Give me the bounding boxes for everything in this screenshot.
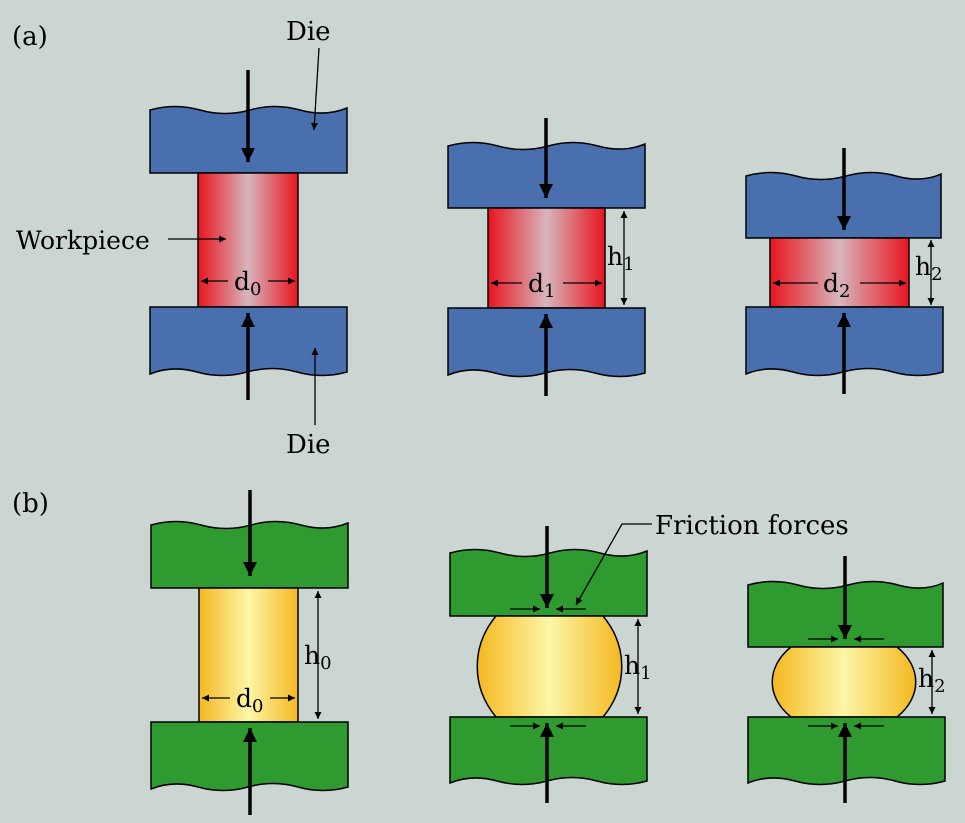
dim-d1-label: d1: [528, 269, 555, 302]
workpiece: [769, 237, 910, 308]
dim-h1-label: h1: [624, 651, 652, 684]
panel-a-label: (a): [12, 22, 48, 52]
friction-forces-label: Friction forces: [655, 511, 849, 541]
dim-d2-label: d2: [823, 269, 850, 302]
dim-h2-label: h2: [918, 664, 946, 697]
dim-h1-label: h1: [607, 242, 635, 275]
a-stage-3: d2 h2: [745, 148, 944, 394]
friction-forces-pointer: [575, 523, 652, 606]
dim-h2-label: h2: [915, 252, 943, 285]
b-stage-1: d0 h0: [150, 490, 349, 815]
die-bottom-label: Die: [286, 430, 331, 460]
workpiece-label: Workpiece: [16, 226, 150, 255]
a-stage-1: d0: [149, 70, 348, 400]
die-top-pointer: [310, 47, 320, 131]
b-stage-2: h1: [449, 526, 652, 803]
dim-h0-label: h0: [304, 641, 332, 674]
workpiece: [198, 587, 299, 723]
a-stage-2: d1 h1: [447, 118, 646, 396]
b-stage-3: h2: [747, 556, 946, 803]
workpiece: [487, 207, 606, 309]
workpiece: [476, 615, 623, 718]
workpiece: [771, 646, 917, 718]
dim-d0-label: d0: [236, 684, 263, 717]
panel-b-label: (b): [12, 489, 49, 519]
dim-d0-label: d0: [234, 267, 261, 300]
workpiece: [197, 172, 299, 308]
die-top-label: Die: [286, 17, 331, 47]
